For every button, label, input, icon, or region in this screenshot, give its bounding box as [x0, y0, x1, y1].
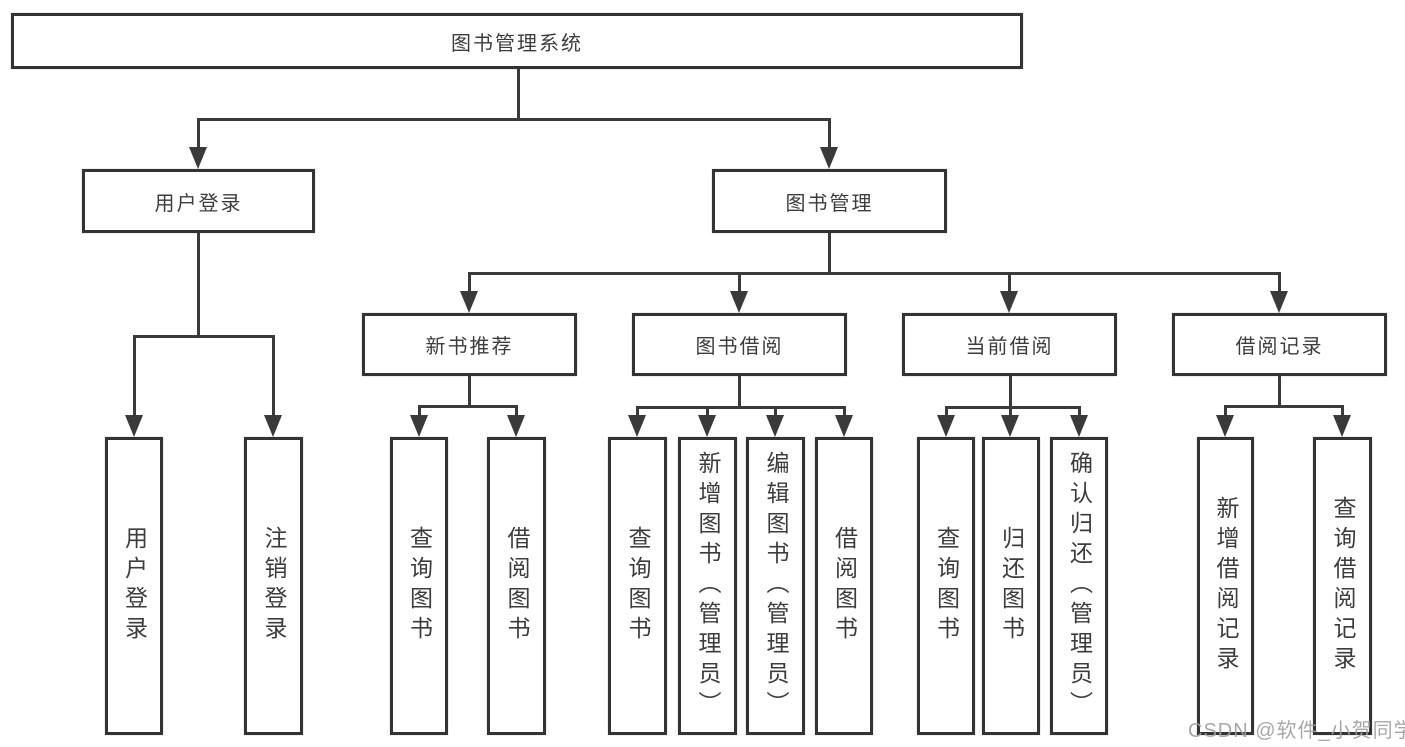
arrow-down-icon	[460, 291, 478, 313]
leaf-edit-book-admin: 编辑图书（管理员）	[746, 437, 805, 735]
node-label: 查询图书	[625, 526, 651, 646]
leaf-user-login: 用户登录	[105, 437, 163, 735]
connector-line	[738, 376, 741, 409]
arrow-down-icon	[698, 415, 716, 437]
node-label: 用户登录	[154, 192, 243, 215]
connector-line	[1009, 409, 1012, 415]
node-label: 新书推荐	[425, 336, 514, 358]
leaf-add-borrow-record: 新增借阅记录	[1197, 437, 1254, 735]
node-label: 注销登录	[261, 526, 287, 646]
leaf-borrow-books: 借阅图书	[487, 437, 546, 735]
node-label: 新增借阅记录	[1213, 496, 1239, 676]
node-label: 借阅记录	[1235, 336, 1324, 358]
arrow-down-icon	[937, 415, 955, 437]
node-current-borrow: 当前借阅	[902, 313, 1117, 376]
node-library-system: 图书管理系统	[11, 13, 1023, 69]
connector-line	[1224, 408, 1227, 415]
connector-line	[828, 233, 831, 272]
connector-line	[1278, 275, 1281, 291]
connector-line	[197, 121, 200, 147]
leaf-return-books: 归还图书	[982, 437, 1040, 735]
leaf-logout: 注销登录	[244, 437, 303, 735]
arrow-down-icon	[1070, 415, 1088, 437]
connector-line	[133, 338, 136, 415]
connector-line	[515, 408, 518, 415]
connector-line	[1009, 376, 1012, 409]
node-label: 查询图书	[406, 526, 433, 646]
arrow-down-icon	[1270, 291, 1288, 313]
node-label: 归还图书	[998, 526, 1025, 646]
arrow-down-icon	[730, 291, 748, 313]
arrow-down-icon	[1333, 415, 1351, 437]
connector-line	[945, 409, 948, 415]
node-label: 用户登录	[121, 526, 148, 646]
connector-line	[468, 275, 471, 291]
node-label: 图书管理	[785, 192, 874, 215]
connector-line	[636, 409, 639, 415]
arrow-down-icon	[410, 415, 428, 437]
node-label: 借阅图书	[504, 526, 530, 646]
node-label: 编辑图书（管理员）	[763, 451, 789, 721]
node-label: 当前借阅	[965, 336, 1054, 358]
node-label: 新增图书（管理员）	[695, 451, 721, 721]
leaf-query-borrow-record: 查询借阅记录	[1313, 437, 1372, 735]
leaf-confirm-return-admin: 确认归还（管理员）	[1050, 437, 1108, 735]
arrow-down-icon	[125, 415, 143, 437]
connector-line	[738, 275, 741, 291]
arrow-down-icon	[189, 147, 207, 169]
connector-line	[418, 405, 518, 408]
connector-line	[1224, 405, 1344, 408]
connector-line	[828, 121, 831, 147]
arrow-down-icon	[264, 415, 282, 437]
node-borrow-records: 借阅记录	[1172, 313, 1387, 376]
connector-line	[1341, 408, 1344, 415]
connector-line	[468, 272, 1281, 275]
connector-line	[272, 338, 275, 415]
leaf-query-books-2: 查询图书	[608, 437, 667, 735]
connector-line	[468, 376, 471, 408]
node-book-management: 图书管理	[712, 169, 947, 233]
connector-line	[133, 335, 275, 338]
node-label: 借阅图书	[831, 526, 858, 646]
arrow-down-icon	[820, 147, 838, 169]
connector-line	[636, 406, 846, 409]
arrow-down-icon	[507, 415, 525, 437]
node-label: 查询图书	[933, 526, 960, 646]
arrow-down-icon	[1001, 415, 1019, 437]
node-label: 查询借阅记录	[1330, 496, 1356, 676]
leaf-borrow-books-2: 借阅图书	[815, 437, 873, 735]
connector-line	[1278, 376, 1281, 408]
arrow-down-icon	[628, 415, 646, 437]
arrow-down-icon	[766, 415, 784, 437]
leaf-query-books: 查询图书	[390, 437, 448, 735]
arrow-down-icon	[1000, 291, 1018, 313]
csdn-watermark: CSDN @软件_小贺同学	[1188, 720, 1405, 742]
arrow-down-icon	[1216, 415, 1234, 437]
connector-line	[706, 409, 709, 415]
node-user-login: 用户登录	[82, 169, 315, 233]
connector-line	[197, 118, 831, 121]
node-label: 图书借阅	[695, 336, 784, 358]
node-label: 确认归还（管理员）	[1066, 451, 1093, 721]
connector-line	[1078, 409, 1081, 415]
connector-line	[774, 409, 777, 415]
leaf-query-books-3: 查询图书	[917, 437, 975, 735]
connector-line	[843, 409, 846, 415]
leaf-add-book-admin: 新增图书（管理员）	[678, 437, 737, 735]
connector-line	[945, 406, 1081, 409]
connector-line	[517, 68, 520, 121]
node-label: 图书管理系统	[451, 32, 583, 55]
arrow-down-icon	[835, 415, 853, 437]
node-new-book-recommend: 新书推荐	[362, 313, 577, 376]
connector-line	[1008, 275, 1011, 291]
node-book-borrow: 图书借阅	[632, 313, 847, 376]
connector-line	[418, 408, 421, 415]
connector-line	[197, 233, 200, 335]
